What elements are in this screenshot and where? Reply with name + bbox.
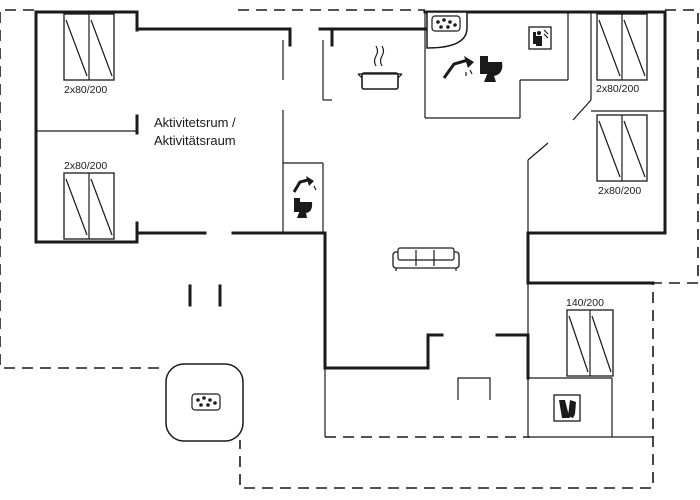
bed-label-top-right: 2x80/200: [596, 83, 639, 95]
bed-mid-left: [63, 172, 115, 240]
room-label-activity-line1: Aktivitetsrum /: [154, 115, 236, 130]
sauna-icon: [528, 26, 552, 50]
sofa-icon: [392, 247, 460, 271]
boots-icon: [553, 394, 581, 422]
bed-mid-right: [596, 114, 648, 182]
shower-icon-small: [292, 176, 317, 193]
bed-label-mid-left: 2x80/200: [64, 160, 107, 172]
bed-bottom-right: [566, 309, 614, 377]
toilet-icon-top: [480, 56, 503, 82]
bed-label-bottom-right: 140/200: [566, 297, 604, 309]
toilet-icon-small: [294, 198, 313, 218]
walls: [34, 10, 667, 438]
bed-label-mid-right: 2x80/200: [598, 185, 641, 197]
bed-top-left: [63, 13, 115, 81]
bed-label-top-left: 2x80/200: [64, 84, 107, 96]
whirlpool-icon-outdoor: [165, 363, 244, 442]
pot-icon: [357, 45, 403, 90]
room-label-activity-line2: Aktivitätsraum: [154, 133, 236, 148]
whirlpool-icon-top: [426, 11, 468, 49]
shower-icon-top: [442, 56, 474, 79]
bed-top-right: [596, 13, 648, 81]
terrace-outline: [0, 9, 699, 489]
